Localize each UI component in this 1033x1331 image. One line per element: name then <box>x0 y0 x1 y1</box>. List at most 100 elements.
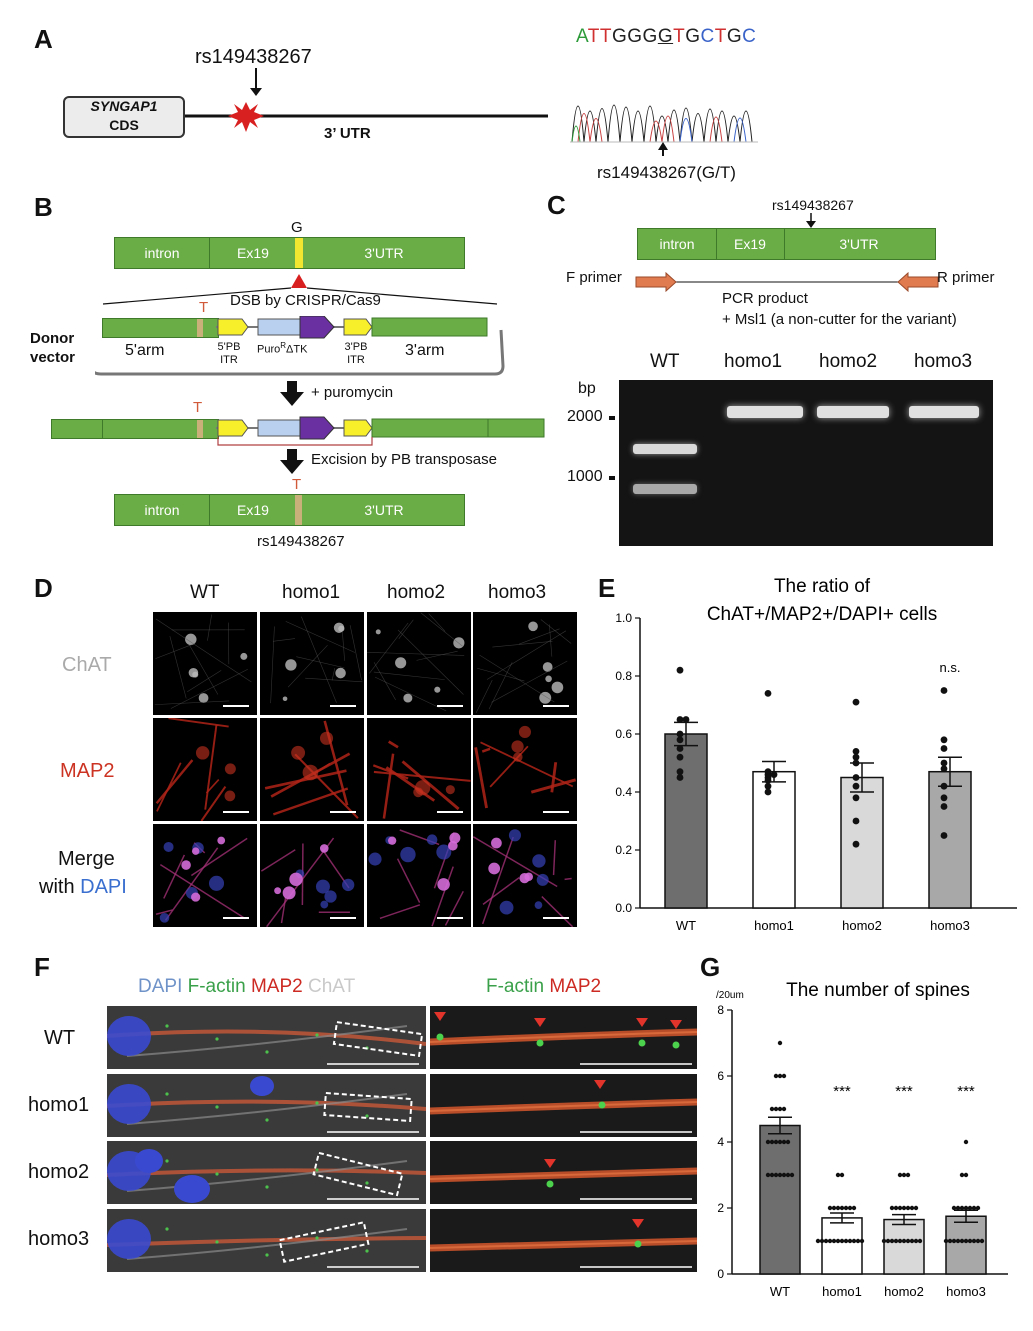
data-point <box>951 1238 957 1244</box>
panel-label-d: D <box>34 573 53 603</box>
sequence-base: G <box>611 26 628 47</box>
data-point <box>905 1238 911 1244</box>
channel-label: MAP2 <box>250 976 309 997</box>
micrograph-chat-WT <box>153 612 257 715</box>
chromatogram <box>570 104 758 156</box>
data-point <box>769 1139 775 1145</box>
data-point <box>909 1238 915 1244</box>
spine-marker-icon <box>534 1018 546 1027</box>
donor-vector-diagram <box>95 274 505 376</box>
data-point <box>852 782 860 790</box>
data-point <box>852 698 860 706</box>
spine-marker-icon <box>594 1080 606 1089</box>
excision-label: Excision by PB transposase <box>311 451 497 468</box>
gene-bar-b1: intron Ex19 3'UTR <box>114 237 465 269</box>
col-label-homo3: homo3 <box>488 582 547 603</box>
data-point <box>835 1238 841 1244</box>
f-primer-label: F primer <box>566 269 622 286</box>
y-tick-label: 6 <box>717 1069 724 1083</box>
data-point <box>979 1238 985 1244</box>
cds-label: CDS <box>109 117 139 133</box>
scale-bar <box>223 917 249 919</box>
marker-1000: 1000 <box>567 468 603 485</box>
y-tick-label: 0.6 <box>615 727 632 741</box>
data-point <box>773 1139 779 1145</box>
data-point <box>764 782 772 790</box>
panel-label-c: C <box>547 190 566 220</box>
data-point <box>851 1238 857 1244</box>
data-point <box>676 736 684 744</box>
dendrite-overview-homo2 <box>107 1141 426 1204</box>
data-point <box>897 1238 903 1244</box>
data-point <box>777 1073 783 1079</box>
data-point <box>963 1139 969 1145</box>
chromatogram-caption: rs149438267(G/T) <box>597 163 736 182</box>
f-row-label-homo3: homo3 <box>28 1228 90 1250</box>
panel-label-e: E <box>598 573 616 603</box>
spine-marker-icon <box>434 1012 446 1021</box>
scale-bar <box>543 705 569 707</box>
allele-t-label-3: T <box>292 476 302 493</box>
data-point <box>676 716 684 723</box>
dendrite-zoom-homo2 <box>430 1141 697 1204</box>
data-point <box>940 736 948 744</box>
data-point <box>765 1172 771 1178</box>
sequence-base: T <box>587 26 600 47</box>
r-primer-label: R primer <box>937 269 995 286</box>
data-point <box>852 794 860 802</box>
row-label-chat: ChAT <box>62 654 112 676</box>
x-tick-label: homo3 <box>930 918 970 933</box>
dendrite-overview-homo3 <box>107 1209 426 1272</box>
gene-bar-c: intron Ex19 3'UTR <box>637 228 936 260</box>
snp-label-a: rs149438267 <box>195 46 312 68</box>
data-point <box>917 1238 923 1244</box>
data-point <box>843 1205 849 1211</box>
sequence-base: C <box>700 26 715 47</box>
dendrite-overview-homo1 <box>107 1074 426 1137</box>
data-point <box>940 745 948 752</box>
data-point <box>905 1172 911 1178</box>
chart-title: ChAT+/MAP2+/DAPI+ cells <box>707 604 937 625</box>
data-point <box>843 1238 849 1244</box>
data-point <box>940 794 948 802</box>
data-point <box>967 1238 973 1244</box>
data-point <box>773 1106 779 1112</box>
lane-label-wt: WT <box>650 351 680 372</box>
micrograph-chat-homo2 <box>367 612 471 715</box>
data-point <box>827 1205 833 1211</box>
data-point <box>881 1238 887 1244</box>
data-point <box>943 1238 949 1244</box>
panel-label-b: B <box>34 192 53 222</box>
data-point <box>852 817 860 825</box>
micrograph-merge-homo1 <box>260 824 364 927</box>
data-point <box>777 1139 783 1145</box>
data-point <box>975 1238 981 1244</box>
allele-g-label: G <box>291 219 303 236</box>
snp-label-b: rs149438267 <box>257 533 345 550</box>
data-point <box>769 1172 775 1178</box>
zoom-box <box>323 1091 413 1123</box>
lane-label-homo1: homo1 <box>724 351 783 372</box>
data-point <box>676 730 684 738</box>
data-point <box>852 774 860 781</box>
data-point <box>819 1238 825 1244</box>
panel-label-g: G <box>700 952 721 982</box>
data-point <box>901 1172 907 1178</box>
data-point <box>827 1238 833 1244</box>
cassette-b2 <box>216 416 545 446</box>
bar-homo2 <box>883 1218 925 1275</box>
panel-label-a: A <box>34 24 53 54</box>
bar-WT <box>664 733 708 909</box>
x-tick-label: homo2 <box>884 1284 924 1299</box>
mutation-star-icon <box>228 102 264 132</box>
arm5-bar <box>102 318 219 338</box>
data-point <box>940 803 948 810</box>
spine-marker-icon <box>670 1020 682 1029</box>
data-point <box>963 1172 969 1178</box>
y-tick-label: 0.0 <box>615 901 632 915</box>
data-point <box>676 745 684 752</box>
data-point <box>859 1238 865 1244</box>
allele-t-label-1: T <box>199 299 209 316</box>
micrograph-map2-homo1 <box>260 718 364 821</box>
chart-title: The ratio of <box>774 576 871 597</box>
